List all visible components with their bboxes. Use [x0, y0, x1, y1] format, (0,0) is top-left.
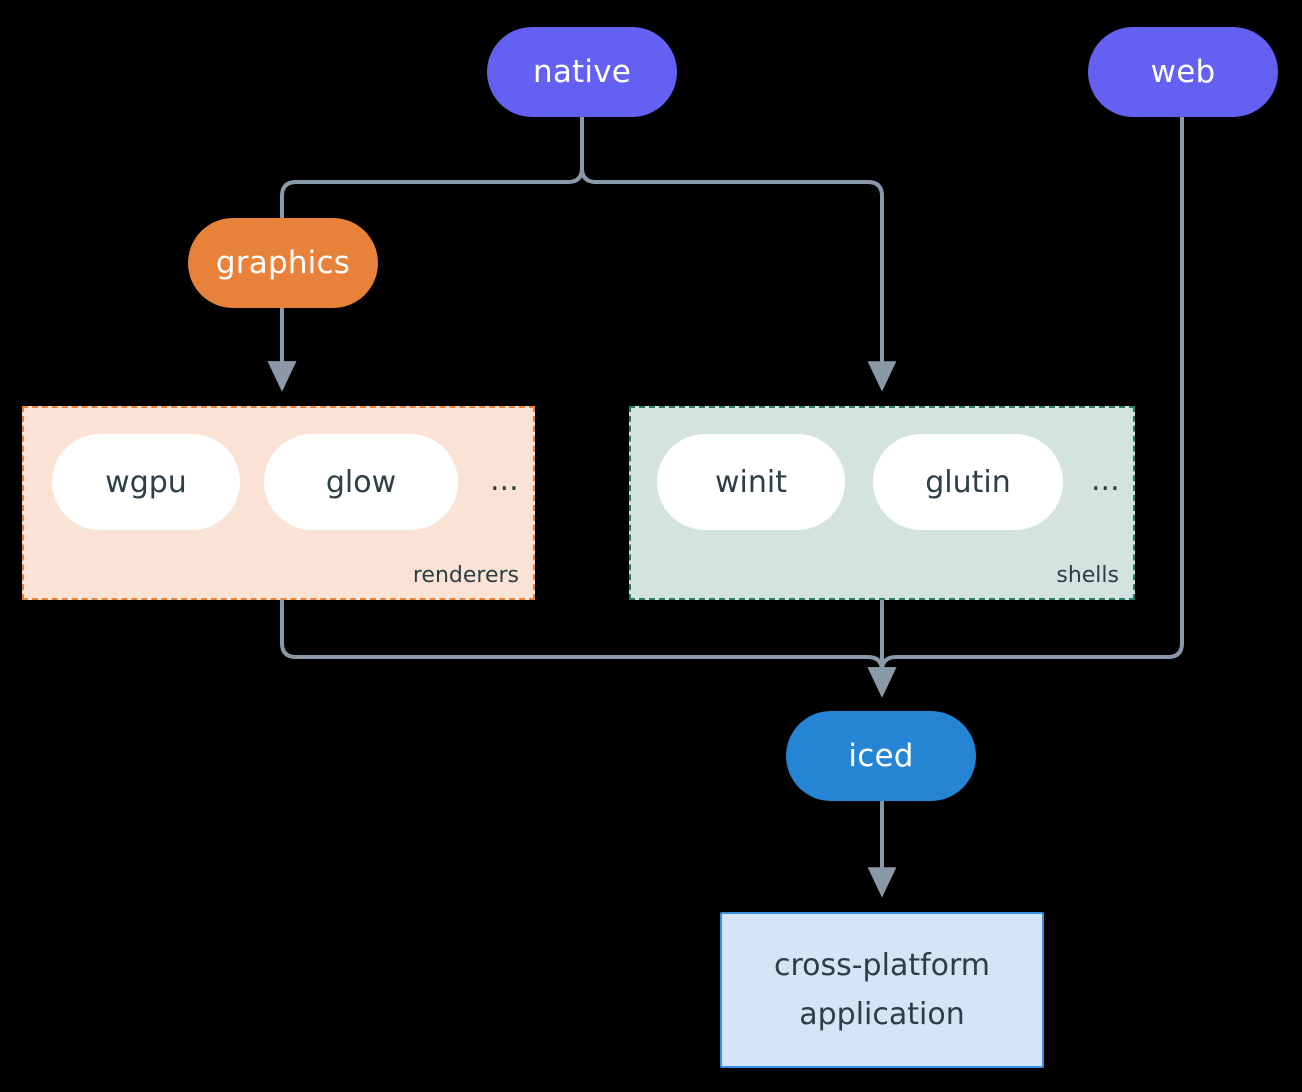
node-graphics[interactable]: graphics: [188, 218, 378, 308]
node-glow[interactable]: glow: [264, 434, 458, 530]
node-iced[interactable]: iced: [786, 711, 976, 801]
cluster-shells: winit glutin ... shells: [629, 406, 1135, 600]
node-wgpu[interactable]: wgpu: [52, 434, 240, 530]
node-native[interactable]: native: [487, 27, 677, 117]
renderers-overflow-ellipsis: ...: [490, 463, 519, 498]
application-label-line2: application: [799, 997, 965, 1032]
node-glutin[interactable]: glutin: [873, 434, 1063, 530]
cluster-label-shells: shells: [1056, 563, 1119, 588]
cluster-label-renderers: renderers: [412, 563, 519, 588]
edge-renderers-to-iced: [280, 599, 897, 698]
node-web[interactable]: web: [1088, 27, 1278, 117]
edge-web-to-iced: [867, 116, 1184, 698]
node-winit[interactable]: winit: [657, 434, 845, 530]
node-cross-platform-application[interactable]: cross-platform application: [720, 912, 1044, 1068]
application-label-line1: cross-platform: [773, 947, 991, 983]
cluster-renderers: wgpu glow ... renderers: [22, 406, 535, 600]
edge-native-to-shells: [580, 116, 897, 392]
shells-overflow-ellipsis: ...: [1091, 463, 1120, 498]
